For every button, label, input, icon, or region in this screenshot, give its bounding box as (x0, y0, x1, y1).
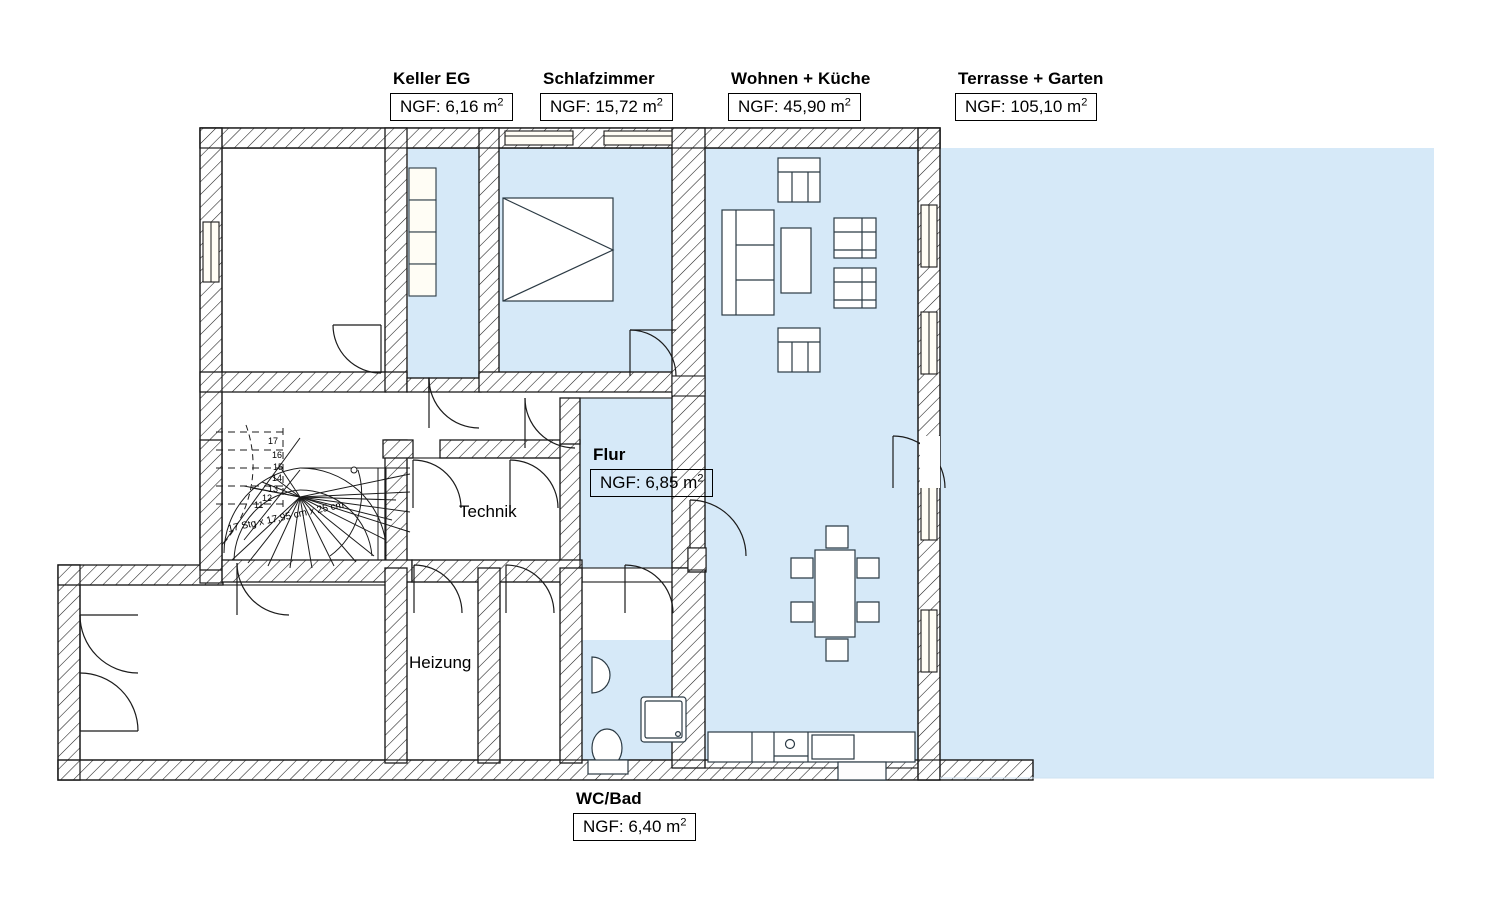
door-swing (524, 397, 576, 449)
callout-wohnen-kueche: Wohnen + Küche NGF: 45,90 m2 (728, 69, 871, 122)
room-label-technik: Technik (459, 502, 517, 521)
door-swing (412, 459, 462, 509)
stair-step-number: 14 (272, 473, 283, 483)
armchair (833, 267, 877, 309)
sink (784, 738, 796, 750)
armchair (777, 327, 821, 373)
ngf-value: NGF: 15,72 m (550, 96, 657, 116)
dining-table (814, 549, 856, 638)
armchair (833, 217, 877, 259)
doors (79, 324, 946, 732)
wall-notches (671, 375, 707, 571)
door-swing (79, 614, 139, 674)
callout-schlafzimmer: Schlafzimmer NGF: 15,72 m2 (540, 69, 673, 122)
ngf-unit: 2 (1081, 96, 1088, 109)
area-flur (578, 398, 688, 568)
ngf-unit: 2 (844, 96, 851, 109)
callout-ngf: NGF: 15,72 m2 (540, 92, 673, 122)
callout-flur: Flur NGF: 6,85 m2 (590, 445, 714, 498)
stair-step-number: 17 (268, 436, 279, 446)
window-mullions (210, 135, 930, 672)
staircase (216, 424, 411, 569)
callout-terrasse-garten: Terrasse + Garten NGF: 105,10 m2 (955, 69, 1104, 122)
ngf-value: NGF: 45,90 m (738, 96, 845, 116)
appliance (837, 761, 887, 781)
room-label-heizung: Heizung (409, 653, 472, 672)
callout-wc-bad: WC/Bad NGF: 6,40 m2 (573, 789, 697, 842)
stair-step-number: 15 (273, 462, 284, 472)
door-swing (629, 329, 677, 377)
ngf-unit: 2 (697, 472, 704, 485)
washbasin (591, 656, 611, 694)
callout-ngf: NGF: 6,85 m2 (590, 468, 714, 498)
furniture-living (721, 157, 877, 373)
door-swing (236, 562, 290, 616)
highlight-fills (408, 148, 1434, 778)
ngf-value: NGF: 6,40 m (583, 816, 681, 836)
ngf-value: NGF: 105,10 m (965, 96, 1082, 116)
furniture-kitchen (707, 731, 916, 781)
chair (856, 557, 880, 579)
callout-title: Flur (593, 445, 626, 464)
furniture-dining (790, 525, 880, 662)
callout-ngf: NGF: 45,90 m2 (728, 92, 861, 122)
stair-treads (231, 469, 397, 569)
stair-step-number: 11 (254, 500, 264, 510)
furniture-bathroom (587, 656, 687, 775)
ngf-value: NGF: 6,16 m (400, 96, 498, 116)
callout-ngf: NGF: 6,40 m2 (573, 812, 697, 842)
door-swing (624, 564, 674, 614)
callout-ngf: NGF: 105,10 m2 (955, 92, 1098, 122)
chair (790, 601, 814, 623)
ngf-unit: 2 (497, 96, 504, 109)
hob (811, 734, 855, 760)
stair-step-number: 12 (262, 493, 273, 503)
ngf-value: NGF: 6,85 m (600, 472, 698, 492)
door-swing (79, 672, 139, 732)
toilet-cistern (587, 759, 629, 775)
coffee-table (780, 227, 812, 294)
door-swing (689, 499, 747, 557)
callout-title: WC/Bad (576, 789, 642, 808)
chair (825, 638, 849, 662)
callout-title: Schlafzimmer (543, 69, 655, 88)
ngf-unit: 2 (680, 816, 687, 829)
door-swing (505, 564, 555, 614)
chair (790, 557, 814, 579)
door-swing (428, 377, 480, 429)
stair-step-number: 16 (272, 450, 283, 460)
room-outlines (79, 147, 919, 769)
window (603, 130, 673, 146)
armchair (777, 157, 821, 203)
chair (856, 601, 880, 623)
area-terrasse-garten (940, 148, 1434, 778)
stair-step-number: 13 (268, 484, 279, 494)
callout-title: Keller EG (393, 69, 471, 88)
callout-title: Terrasse + Garten (958, 69, 1104, 88)
ngf-unit: 2 (656, 96, 663, 109)
callout-ngf: NGF: 6,16 m2 (390, 92, 514, 122)
door-swing (509, 459, 559, 509)
callout-title: Wohnen + Küche (731, 69, 871, 88)
callout-keller-eg: Keller EG NGF: 6,16 m2 (390, 69, 514, 122)
window (504, 130, 574, 146)
furniture-keller-shelving (408, 167, 437, 297)
chair (825, 525, 849, 549)
door-swing (413, 564, 463, 614)
sofa (721, 209, 775, 316)
furniture-bed (502, 197, 615, 302)
door-swing (332, 324, 382, 374)
